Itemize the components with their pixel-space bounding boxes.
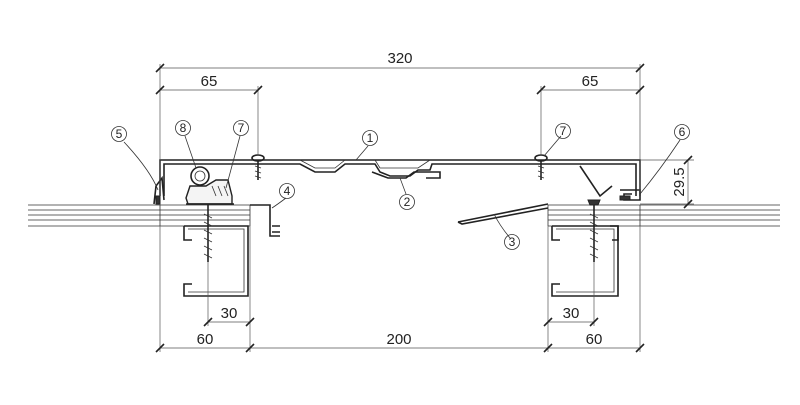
stud-right [551,225,619,297]
dim-bottom-center: 200 [386,331,411,348]
dim-bottom-left-stud: 30 [221,305,238,322]
callout-6-label: 6 [679,125,686,139]
callout-1: 1 [362,130,378,146]
dim-bottom-right: 60 [586,331,603,348]
dim-top-total: 320 [387,50,412,67]
callout-5: 5 [111,126,127,142]
dimension-ticks [155,63,693,353]
seal-left [153,175,165,205]
anchor-screw-right [534,154,548,180]
callout-2: 2 [399,194,415,210]
callout-1-label: 1 [367,131,374,145]
callout-2-label: 2 [404,195,411,209]
callout-8: 8 [175,120,191,136]
callout-6: 6 [674,124,690,140]
floor-slab-left [28,204,161,227]
clip-profile [371,171,441,179]
hook-clip [250,204,280,237]
anchor-screw-left [251,154,265,180]
floor-slab-right [547,204,780,227]
ramp-plate [457,203,549,225]
stud-left [183,225,249,297]
dim-bottom-right-stud: 30 [563,305,580,322]
callout-7-left: 7 [233,120,249,136]
callout-7-right: 7 [555,123,571,139]
callout-8-label: 8 [180,121,187,135]
edge-trim-right [619,189,641,201]
callout-leaders [123,135,681,239]
dim-bottom-left: 60 [197,331,214,348]
callout-7-right-label: 7 [560,124,567,138]
dimension-lines [159,64,694,352]
callout-4: 4 [279,183,295,199]
dim-top-right-offset: 65 [582,73,599,90]
dim-top-left-offset: 65 [201,73,218,90]
callout-4-label: 4 [284,184,291,198]
dim-height: 29.5 [671,167,688,196]
screw-right [587,199,601,262]
callout-3-label: 3 [509,235,516,249]
floor-slab-left-inner [160,204,270,227]
callout-5-label: 5 [116,127,123,141]
callout-7-left-label: 7 [238,121,245,135]
callout-3: 3 [504,234,520,250]
